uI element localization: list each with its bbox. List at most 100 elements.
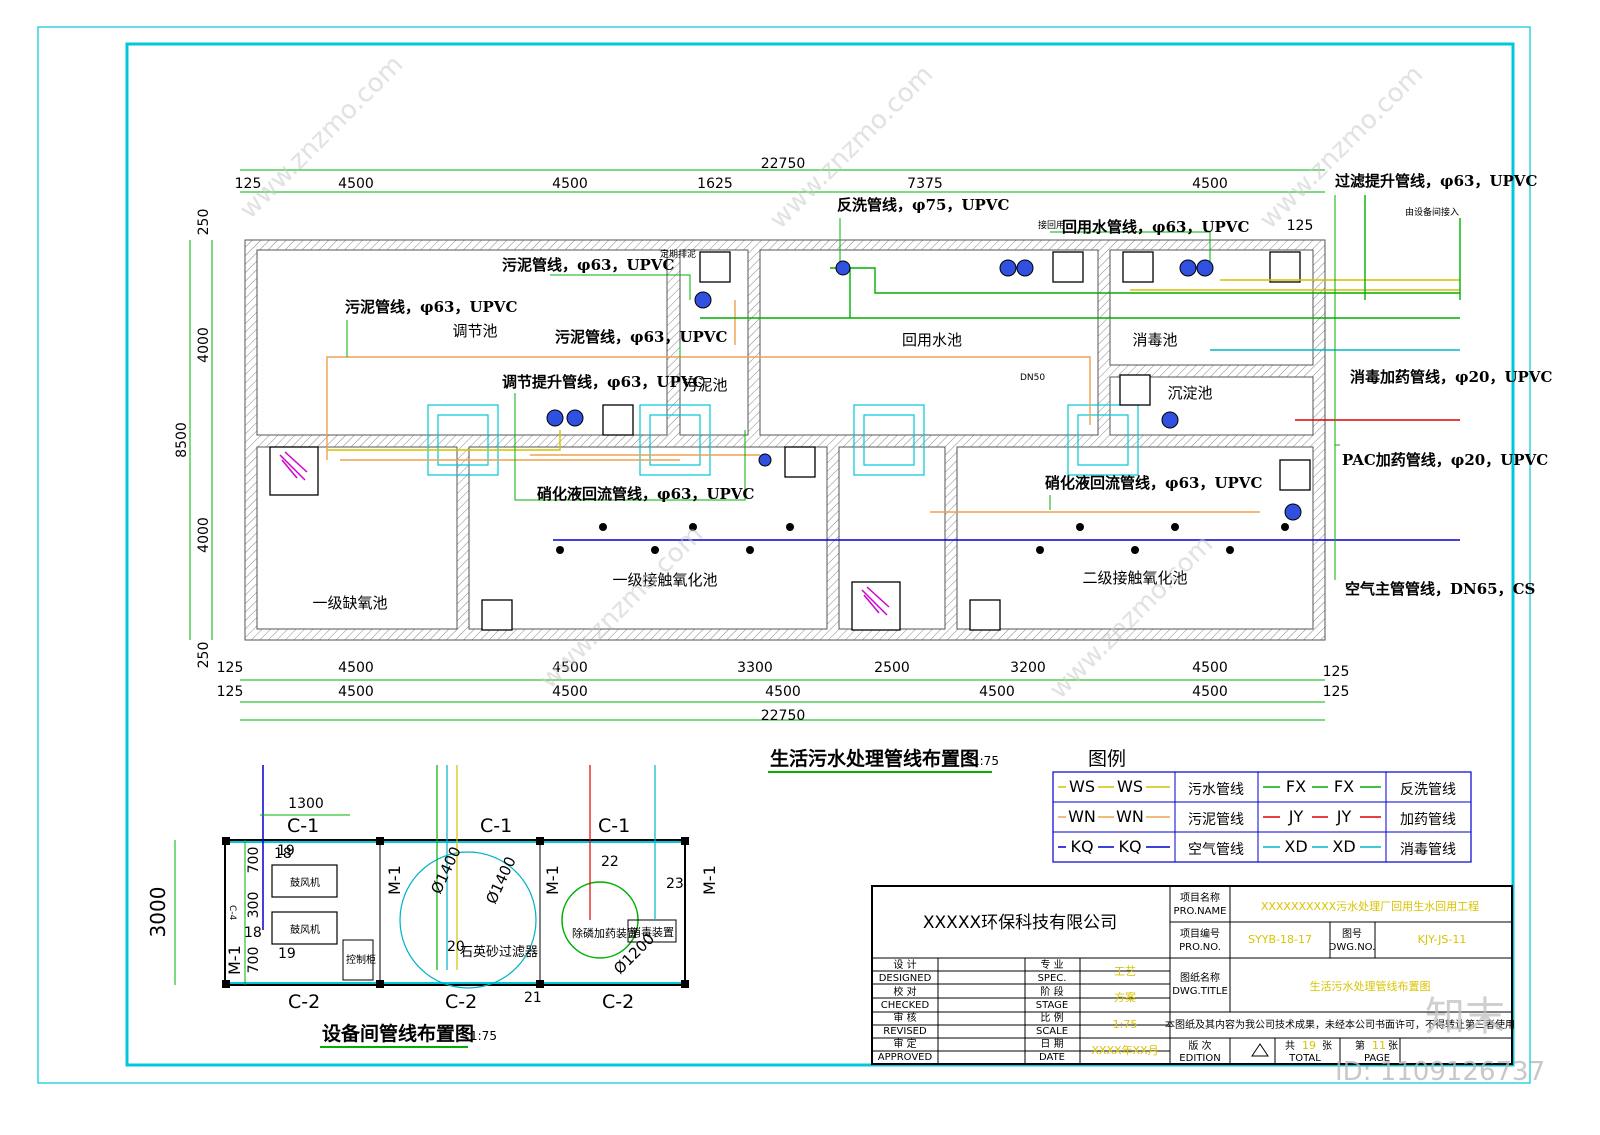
dim-b1-4: 3300 bbox=[737, 660, 773, 676]
window-c1-b: C-1 bbox=[480, 815, 512, 837]
legend-code-a: WS bbox=[1069, 777, 1095, 796]
total-label: 共 bbox=[1285, 1040, 1295, 1052]
watermark-site-3: www.znzmo.com bbox=[1254, 60, 1429, 235]
scale-value: 1:75 bbox=[1113, 1018, 1138, 1031]
equipment-room-scale: 1:75 bbox=[470, 1029, 497, 1043]
pro-no-label-en: PRO.NO. bbox=[1179, 942, 1221, 953]
label-disinfect-dosing: 消毒加药管线，φ20，UPVC bbox=[1350, 368, 1552, 386]
outer-border bbox=[37, 26, 1531, 1084]
legend-code-a: WS bbox=[1117, 777, 1143, 796]
designed-label-en: DESIGNED bbox=[879, 973, 932, 984]
approved-label-en: APPROVED bbox=[878, 1052, 933, 1063]
tank-contact-oxidation-1: 一级接触氧化池 bbox=[612, 571, 717, 589]
stage-label: 阶 段 bbox=[1040, 985, 1063, 998]
equipment-room-text: 1300 3000 700 300 700 C-1 C-1 C-1 C-2 C-… bbox=[146, 796, 719, 1048]
total-value: 19 bbox=[1302, 1039, 1316, 1052]
equipment-room-title: 设备间管线布置图 bbox=[322, 1022, 474, 1045]
eq-dim-width: 1300 bbox=[288, 796, 324, 812]
spec-value: 工艺 bbox=[1114, 965, 1136, 978]
date-label: 日 期 bbox=[1040, 1038, 1063, 1050]
blower-a-label: 鼓风机 bbox=[290, 876, 320, 889]
pipe-labels: 污泥管线，φ63，UPVC 污泥管线，φ63，UPVC 污泥管线，φ63，UPV… bbox=[345, 172, 1552, 598]
dim-b1-1: 125 bbox=[217, 660, 244, 676]
label-lift: 调节提升管线，φ63，UPVC bbox=[502, 373, 704, 391]
tank-sedimentation: 沉淀池 bbox=[1167, 384, 1212, 402]
label-filter-lift: 过滤提升管线，φ63，UPVC bbox=[1335, 172, 1537, 190]
dim-l-5: 250 bbox=[196, 642, 212, 669]
legend-code-a: WN bbox=[1068, 807, 1096, 826]
pro-no-label: 项目编号 bbox=[1180, 927, 1220, 940]
spec-label: 专 业 bbox=[1040, 958, 1063, 971]
legend-code-bg bbox=[1280, 778, 1312, 796]
door-m1-b: M-1 bbox=[385, 865, 404, 895]
door-m1-c: M-1 bbox=[543, 865, 562, 895]
tank-disinfection: 消毒池 bbox=[1132, 331, 1177, 349]
legend-name-b: 反洗管线 bbox=[1400, 782, 1456, 798]
spec-label-en: SPEC. bbox=[1038, 973, 1067, 984]
title-block bbox=[871, 885, 1513, 1065]
legend-code-b: JY bbox=[1336, 807, 1352, 826]
legend-code-bg bbox=[1066, 838, 1098, 856]
leaders bbox=[346, 195, 1340, 580]
pro-no-value: SYYB-18-17 bbox=[1248, 933, 1312, 946]
pipe-wn bbox=[326, 300, 1260, 513]
legend-code-b: FX bbox=[1334, 777, 1354, 796]
tank-reuse-water: 回用水池 bbox=[902, 331, 962, 349]
legend-name-b: 消毒管线 bbox=[1400, 842, 1456, 858]
watermark-site-1: www.znzmo.com bbox=[234, 50, 409, 225]
dim-b2-2: 4500 bbox=[338, 684, 374, 700]
diameter-b: Ø1400 bbox=[482, 854, 519, 907]
date-label-en: DATE bbox=[1039, 1052, 1065, 1063]
legend-code-bg bbox=[1280, 808, 1312, 826]
eq-dim-height: 3000 bbox=[146, 887, 170, 938]
designed-label: 设 计 bbox=[893, 958, 916, 971]
dimension-lines bbox=[189, 169, 1325, 721]
tank-anoxic: 一级缺氧池 bbox=[312, 594, 387, 612]
pro-name-label: 项目名称 bbox=[1180, 891, 1220, 904]
eq-num-21: 21 bbox=[524, 990, 542, 1006]
label-dn50: DN50 bbox=[1020, 373, 1045, 383]
copyright-note: 本图纸及其内容为我公司技术成果，未经本公司书面许可，不得转让第三者使用 bbox=[1165, 1018, 1515, 1031]
label-from-equipment: 由设备间接入 bbox=[1405, 206, 1459, 218]
page-value: 11 bbox=[1372, 1039, 1386, 1052]
legend-code-bg bbox=[1114, 778, 1146, 796]
label-sludge-mid: 污泥管线，φ63，UPVC bbox=[555, 328, 727, 346]
dim-b2-6: 4500 bbox=[1192, 684, 1228, 700]
revision-triangle-icon bbox=[1251, 1043, 1269, 1057]
label-return-pipe: 接回用 bbox=[1038, 219, 1065, 231]
eq-num-20: 20 bbox=[447, 939, 465, 955]
pipe-ws bbox=[327, 279, 1460, 451]
legend-code-b: JY bbox=[1288, 807, 1304, 826]
eq-dim-300: 300 bbox=[246, 892, 262, 919]
dim-top-5: 7375 bbox=[907, 176, 943, 192]
company-name: XXXXX环保科技有限公司 bbox=[923, 913, 1117, 933]
dim-b1-7: 4500 bbox=[1192, 660, 1228, 676]
revised-label: 审 核 bbox=[893, 1011, 916, 1024]
pac-dosing-label: 除磷加药装置 bbox=[572, 926, 638, 940]
dim-top-4: 1625 bbox=[697, 176, 733, 192]
stage-label-en: STAGE bbox=[1036, 1000, 1068, 1011]
dwg-no-label: 图号 bbox=[1342, 928, 1362, 940]
dim-b2-1: 125 bbox=[217, 684, 244, 700]
dim-overall-bottom: 22750 bbox=[761, 708, 806, 724]
label-nitrate-right: 硝化液回流管线，φ63，UPVC bbox=[1045, 474, 1262, 492]
pumps bbox=[546, 259, 1302, 521]
eq-num-22: 22 bbox=[601, 854, 619, 870]
legend-name-a: 污水管线 bbox=[1188, 782, 1244, 798]
control-cabinet-label: 控制柜 bbox=[346, 953, 376, 966]
window-c4: C-4 bbox=[227, 905, 237, 921]
dim-top-7: 125 bbox=[1287, 218, 1314, 234]
dim-top-6: 4500 bbox=[1192, 176, 1228, 192]
legend-code-bg bbox=[1066, 778, 1098, 796]
dim-l-2: 4000 bbox=[196, 327, 212, 363]
legend-code-b: XD bbox=[1284, 837, 1307, 856]
legend-code-a: KQ bbox=[1118, 837, 1141, 856]
legend-code-bg bbox=[1066, 808, 1098, 826]
edition-label: 版 次 bbox=[1188, 1039, 1211, 1052]
legend-code-bg bbox=[1328, 838, 1360, 856]
scale-label-en: SCALE bbox=[1036, 1026, 1068, 1037]
submersible-pumps bbox=[279, 451, 890, 616]
equipment-room bbox=[174, 765, 689, 989]
